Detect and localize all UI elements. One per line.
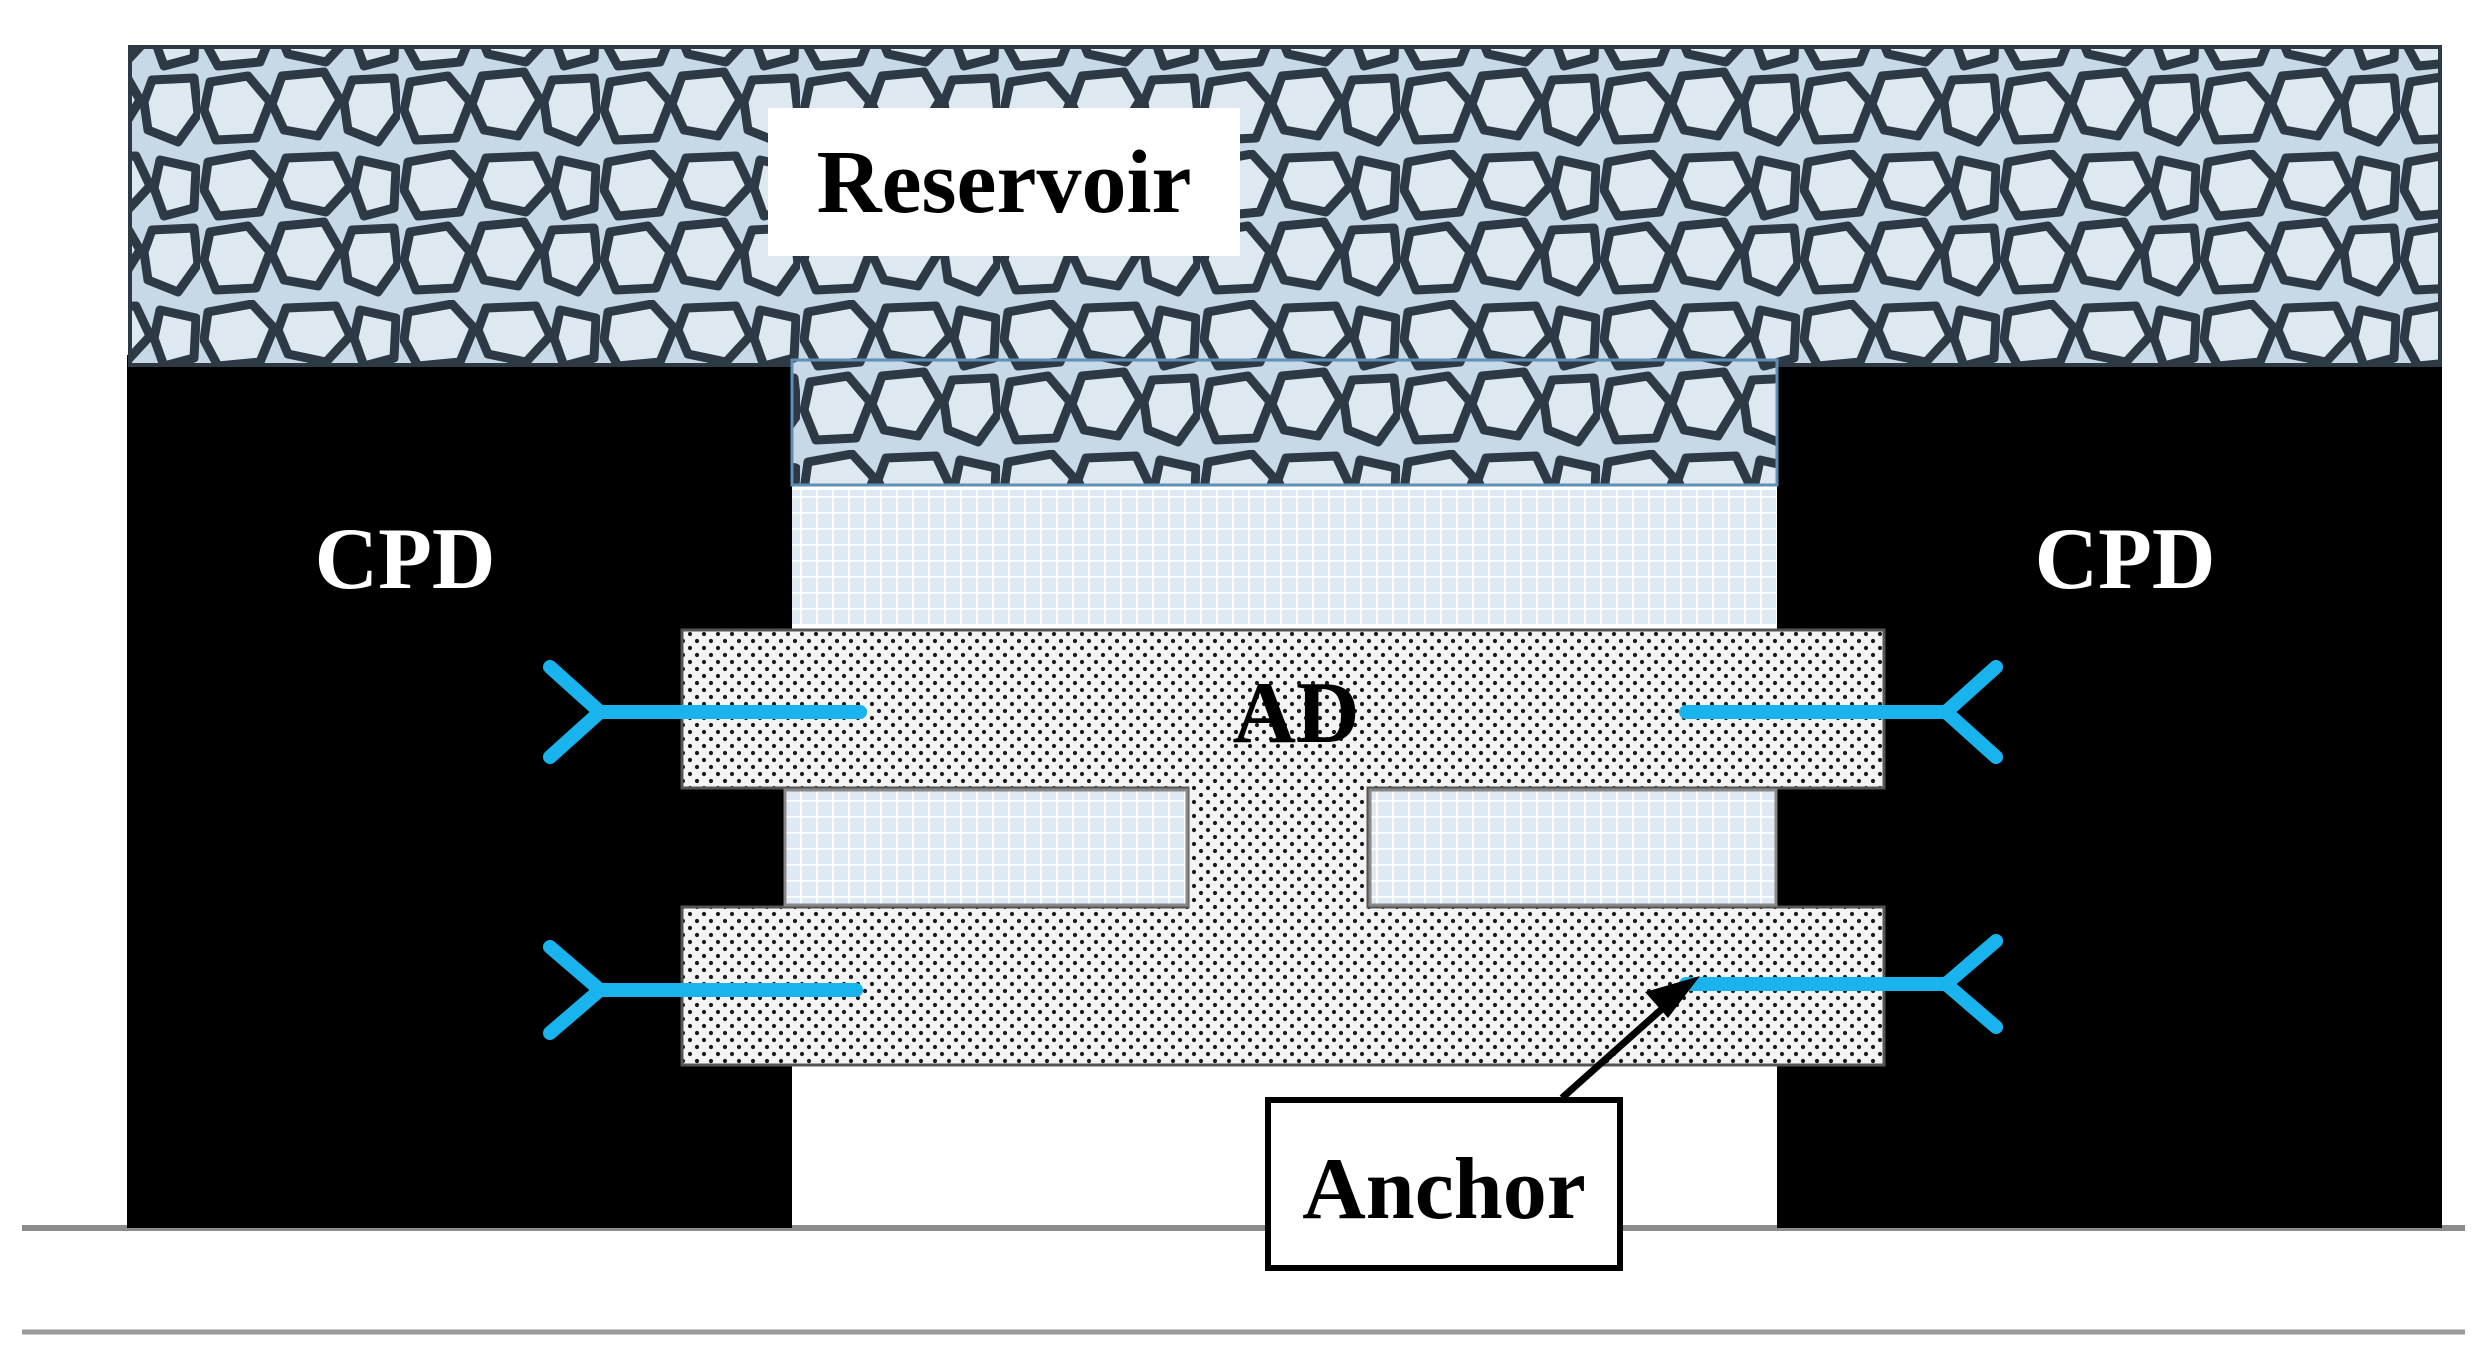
anchor-label: Anchor xyxy=(1302,1141,1586,1238)
cpd-right-label: CPD xyxy=(2035,511,2216,608)
anchor-callout-arrowhead xyxy=(1645,976,1700,1018)
anchor-label-box xyxy=(1265,1097,1623,1271)
anchor-upper-left xyxy=(543,660,867,764)
cpd-right-pillar xyxy=(1777,355,2442,1228)
cpd-left-label: CPD xyxy=(315,511,496,608)
gap-left xyxy=(783,788,1189,907)
ad-diaphragm-block xyxy=(680,628,1886,1067)
cpd-left-pillar xyxy=(127,355,792,1228)
reservoir-rock-layer xyxy=(128,45,2442,367)
gap-right xyxy=(1368,788,1778,907)
anchor-upper-right xyxy=(1679,660,2003,764)
filter-grid-layer xyxy=(792,490,1777,625)
anchor-callout-arrow xyxy=(1559,997,1675,1101)
anchor-lower-left xyxy=(543,940,863,1040)
reservoir-rock-extension xyxy=(790,358,1779,487)
ad-label: AD xyxy=(1232,665,1359,762)
reservoir-label-box xyxy=(768,108,1240,256)
anchor-lower-right xyxy=(1679,934,2003,1034)
reservoir-label: Reservoir xyxy=(817,133,1192,232)
